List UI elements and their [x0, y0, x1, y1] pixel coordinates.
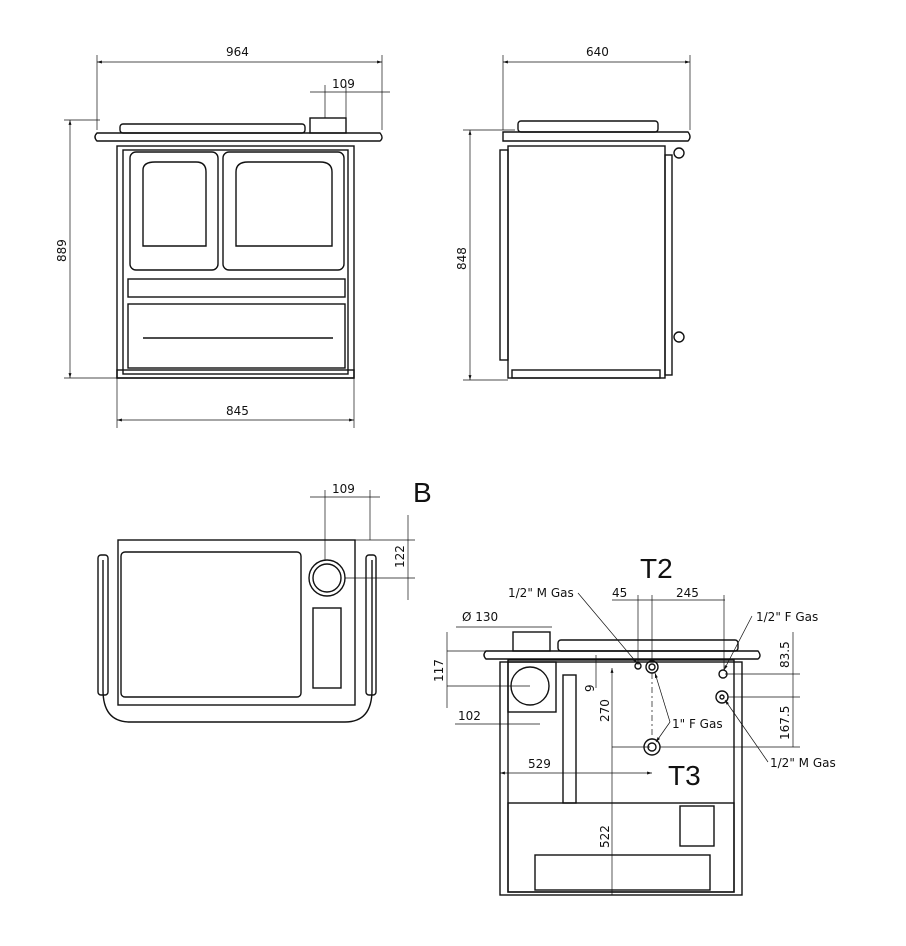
rear-flue-collar — [512, 631, 551, 652]
dim-102: 102 — [458, 709, 481, 723]
label-gas-m-right: 1/2" M Gas — [770, 756, 836, 770]
label-gas-m-left: 1/2" M Gas — [508, 586, 574, 600]
side-body — [507, 145, 666, 379]
dim-flue-depth: 122 — [393, 545, 407, 568]
dim-83-5: 83.5 — [778, 641, 792, 668]
dim-base-width: 845 — [226, 404, 249, 418]
dim-flue-diameter: Ø 130 — [462, 610, 498, 624]
front-top-rail — [94, 132, 383, 142]
label-t2: T2 — [640, 553, 673, 584]
firebox-door — [129, 151, 219, 271]
dim-side-height: 848 — [455, 247, 469, 270]
dim-top-flue-offset: 109 — [332, 482, 355, 496]
side-view: 640 848 — [455, 45, 691, 381]
dim-height: 889 — [55, 239, 69, 262]
rear-view: T2 T3 1/2" M Gas 1/2" F Gas 1" F Gas 1/2… — [432, 553, 836, 896]
label-t3: T3 — [668, 760, 701, 791]
top-view: B 109 122 — [97, 477, 432, 723]
top-body — [117, 539, 356, 706]
dim-9: 9 — [583, 684, 597, 692]
dim-117: 117 — [432, 659, 446, 682]
view-label-b: B — [413, 477, 432, 508]
storage-drawer — [127, 303, 346, 369]
label-gas-f-1in: 1" F Gas — [672, 717, 723, 731]
hob-plate — [120, 551, 302, 698]
dim-167-5: 167.5 — [778, 706, 792, 740]
ash-drawer — [127, 278, 346, 298]
dim-45: 45 — [612, 586, 627, 600]
oven-door — [222, 151, 345, 271]
front-flue — [309, 117, 347, 134]
dim-529: 529 — [528, 757, 551, 771]
rear-body — [499, 661, 743, 896]
dim-flue-offset: 109 — [332, 77, 355, 91]
flue-outlet — [308, 559, 346, 597]
dim-width: 964 — [226, 45, 249, 59]
dim-depth: 640 — [586, 45, 609, 59]
front-view: 964 109 889 845 — [55, 45, 390, 428]
dim-245: 245 — [676, 586, 699, 600]
dim-270: 270 — [598, 699, 612, 722]
dim-522: 522 — [598, 825, 612, 848]
label-gas-f-right: 1/2" F Gas — [756, 610, 818, 624]
